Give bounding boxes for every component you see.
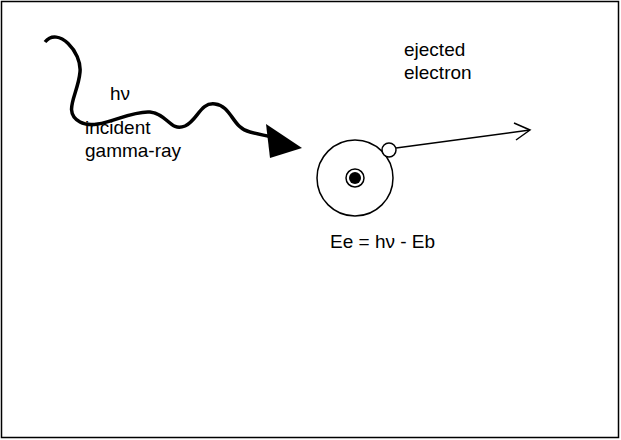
electron-arrowhead <box>514 123 530 140</box>
ejected-label: ejected electron <box>404 38 504 84</box>
incident-label: incident gamma-ray <box>85 116 195 162</box>
photon-energy-label: hν <box>110 82 170 105</box>
nucleus <box>349 172 361 184</box>
electron <box>382 143 396 157</box>
electron-path <box>396 130 530 148</box>
gamma-ray-arrowhead <box>266 124 302 158</box>
gamma-ray-wave <box>45 37 275 138</box>
energy-equation: Ee = hν - Eb <box>330 230 530 253</box>
nucleus-ring <box>346 169 364 187</box>
